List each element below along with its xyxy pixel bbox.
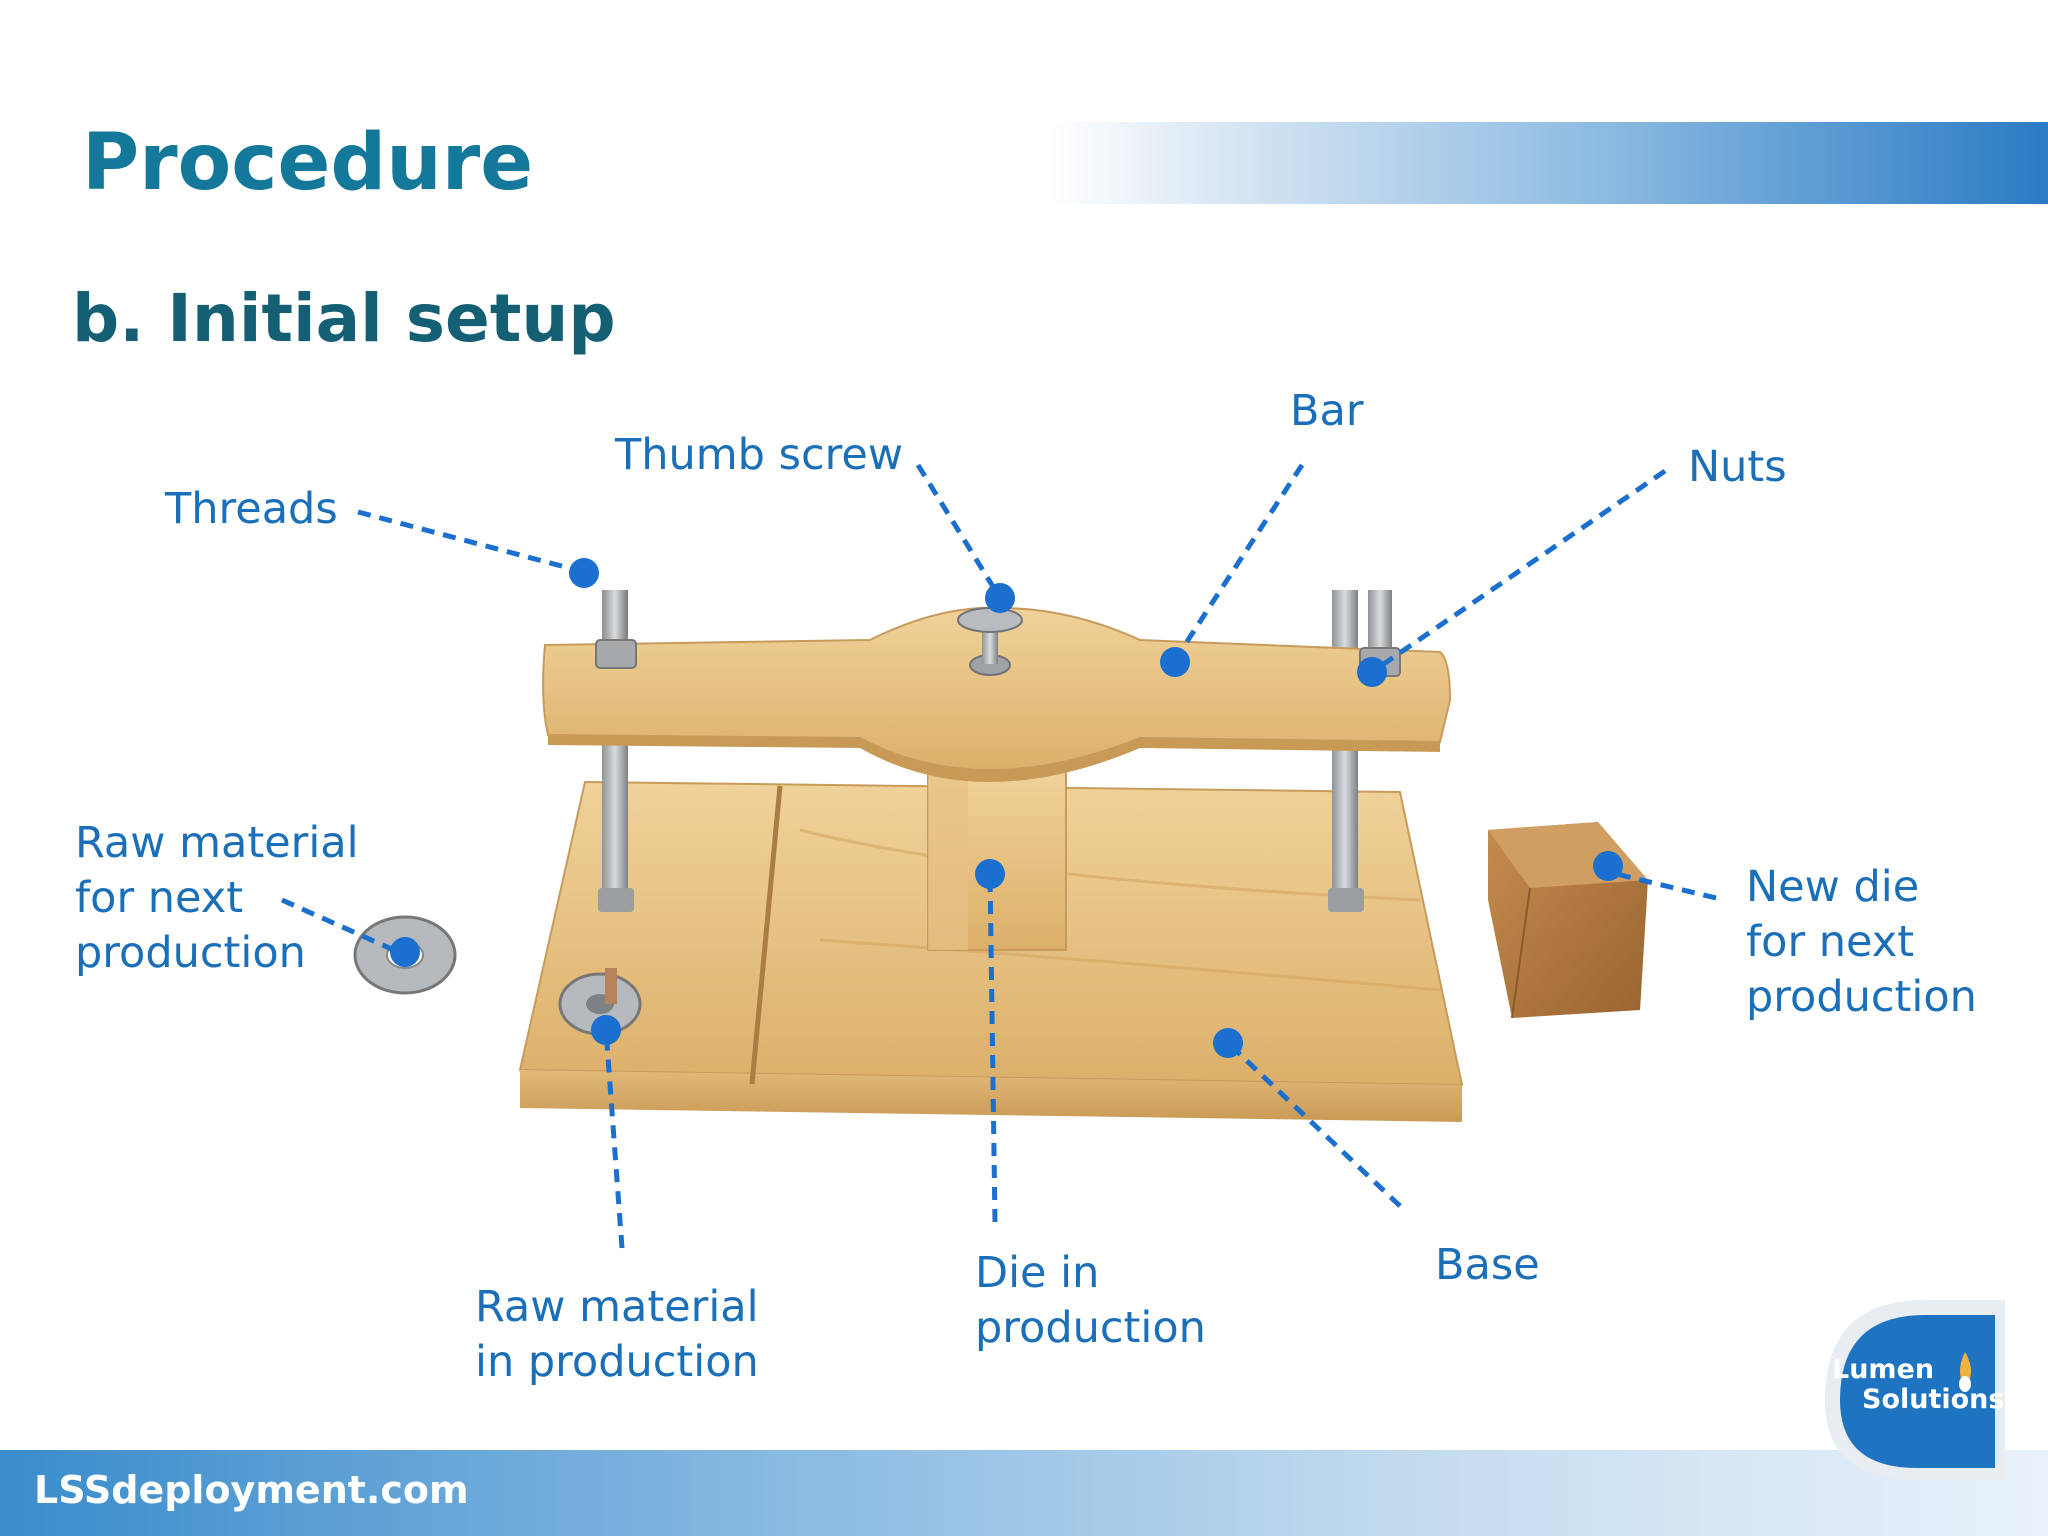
callout-dot-bar [1160,647,1190,677]
label-die-production: Die in production [975,1248,1206,1353]
label-new-die: New die for next production [1746,862,1977,1022]
label-raw-material-production: Raw material in production [475,1282,759,1387]
callout-line-raw-next [280,897,407,958]
label-bar: Bar [1290,386,1364,436]
die-block [927,769,1067,951]
callout-line-nuts [1370,468,1667,675]
callout-line-die-production [987,873,998,1223]
footer-website: LSSdeployment.com [34,1468,469,1512]
footer-gradient-band [0,1450,2048,1536]
callout-dot-threads [569,558,599,588]
label-base: Base [1435,1240,1540,1290]
slide-subtitle: b. Initial setup [72,280,616,357]
slide-title: Procedure [82,118,534,208]
raw-material-in-production [558,968,642,1036]
callout-line-thumb-screw [915,463,1003,600]
label-nuts: Nuts [1688,442,1787,492]
new-die-cube [1488,822,1648,1019]
lumen-solutions-logo [1825,1300,2005,1480]
callout-line-bar [1172,463,1305,662]
logo-text-line1: Lumen [1832,1354,1935,1385]
label-threads: Threads [165,484,338,534]
label-raw-material-next: Raw material for next production [75,818,359,978]
thumb-screw [957,607,1023,676]
callout-dots [390,558,1623,1058]
callout-line-new-die [1607,869,1717,901]
callout-dot-new-die [1593,851,1623,881]
callout-lines [280,463,1717,1249]
callout-dot-thumb-screw [985,583,1015,613]
callout-dot-nuts [1357,657,1387,687]
callout-dot-raw-production [591,1015,621,1045]
callout-dot-die-production [975,859,1005,889]
callout-line-threads [357,509,585,575]
header-gradient-band [1050,122,2048,204]
callout-dot-raw-next [390,937,420,967]
callout-dot-base [1213,1028,1243,1058]
label-thumb-screw: Thumb screw [615,430,904,480]
logo-text-line2: Solutions [1862,1384,2005,1415]
callout-line-raw-production [603,1029,625,1249]
callout-line-base [1226,1041,1402,1208]
